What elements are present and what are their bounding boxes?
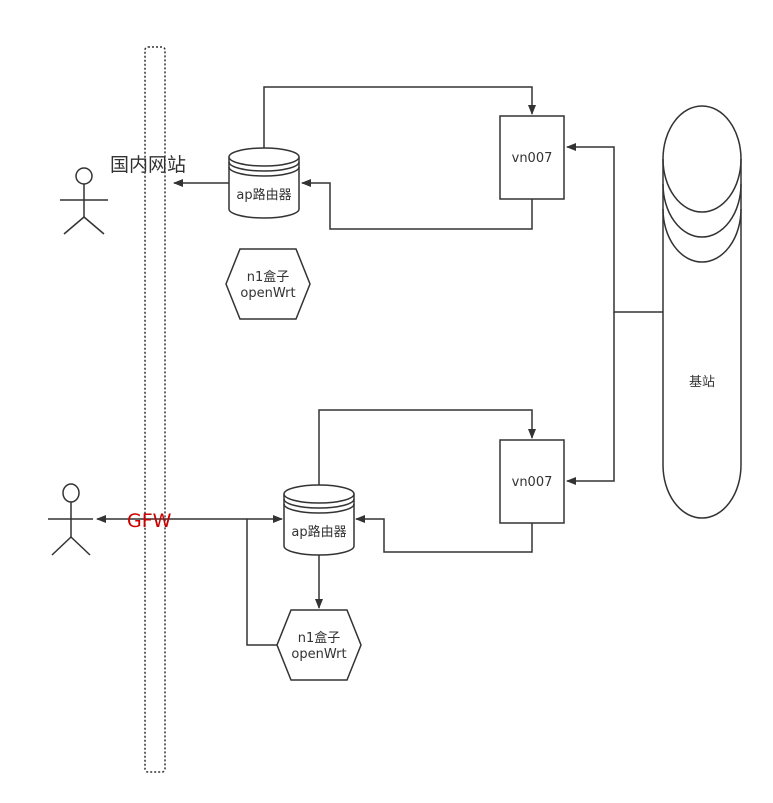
user-bottom-icon [48,483,93,556]
n1-top-hexagon [225,248,311,320]
gfw-label: GFW [127,510,172,532]
n1-bottom-hexagon [276,609,362,681]
connector-vn-top-to-router-top [301,179,533,230]
connector-vn-bottom-to-router-bottom [355,515,533,553]
n1-top-label-line1: n1盒子 [247,269,290,285]
connector-router-bottom-to-vn-bottom [318,409,536,487]
router-bottom-label: ap路由器 [291,524,346,540]
vn007-bottom-label: vn007 [512,475,553,490]
connector-base-to-vn-bottom [566,312,615,485]
router-top-label: ap路由器 [236,187,291,203]
vn007-top-label: vn007 [512,151,553,166]
n1-top-label-line2: openWrt [240,286,295,301]
vn007-top-box [499,115,565,200]
vn007-bottom-box [499,439,565,524]
base-station [662,105,742,519]
user-top-icon [60,167,108,235]
n1-bottom-label-line1: n1盒子 [298,630,341,646]
domestic-sites-label: 国内网站 [110,154,186,176]
router-top [228,147,300,219]
connector-n1-to-router-bottom [246,515,283,646]
n1-bottom-label-line2: openWrt [291,647,346,662]
connector-router-top-to-vn-top [263,86,536,149]
connector-base-to-vn-top [566,143,663,313]
base-station-label: 基站 [689,375,715,390]
router-bottom [283,484,355,556]
gfw-barrier [144,46,166,773]
